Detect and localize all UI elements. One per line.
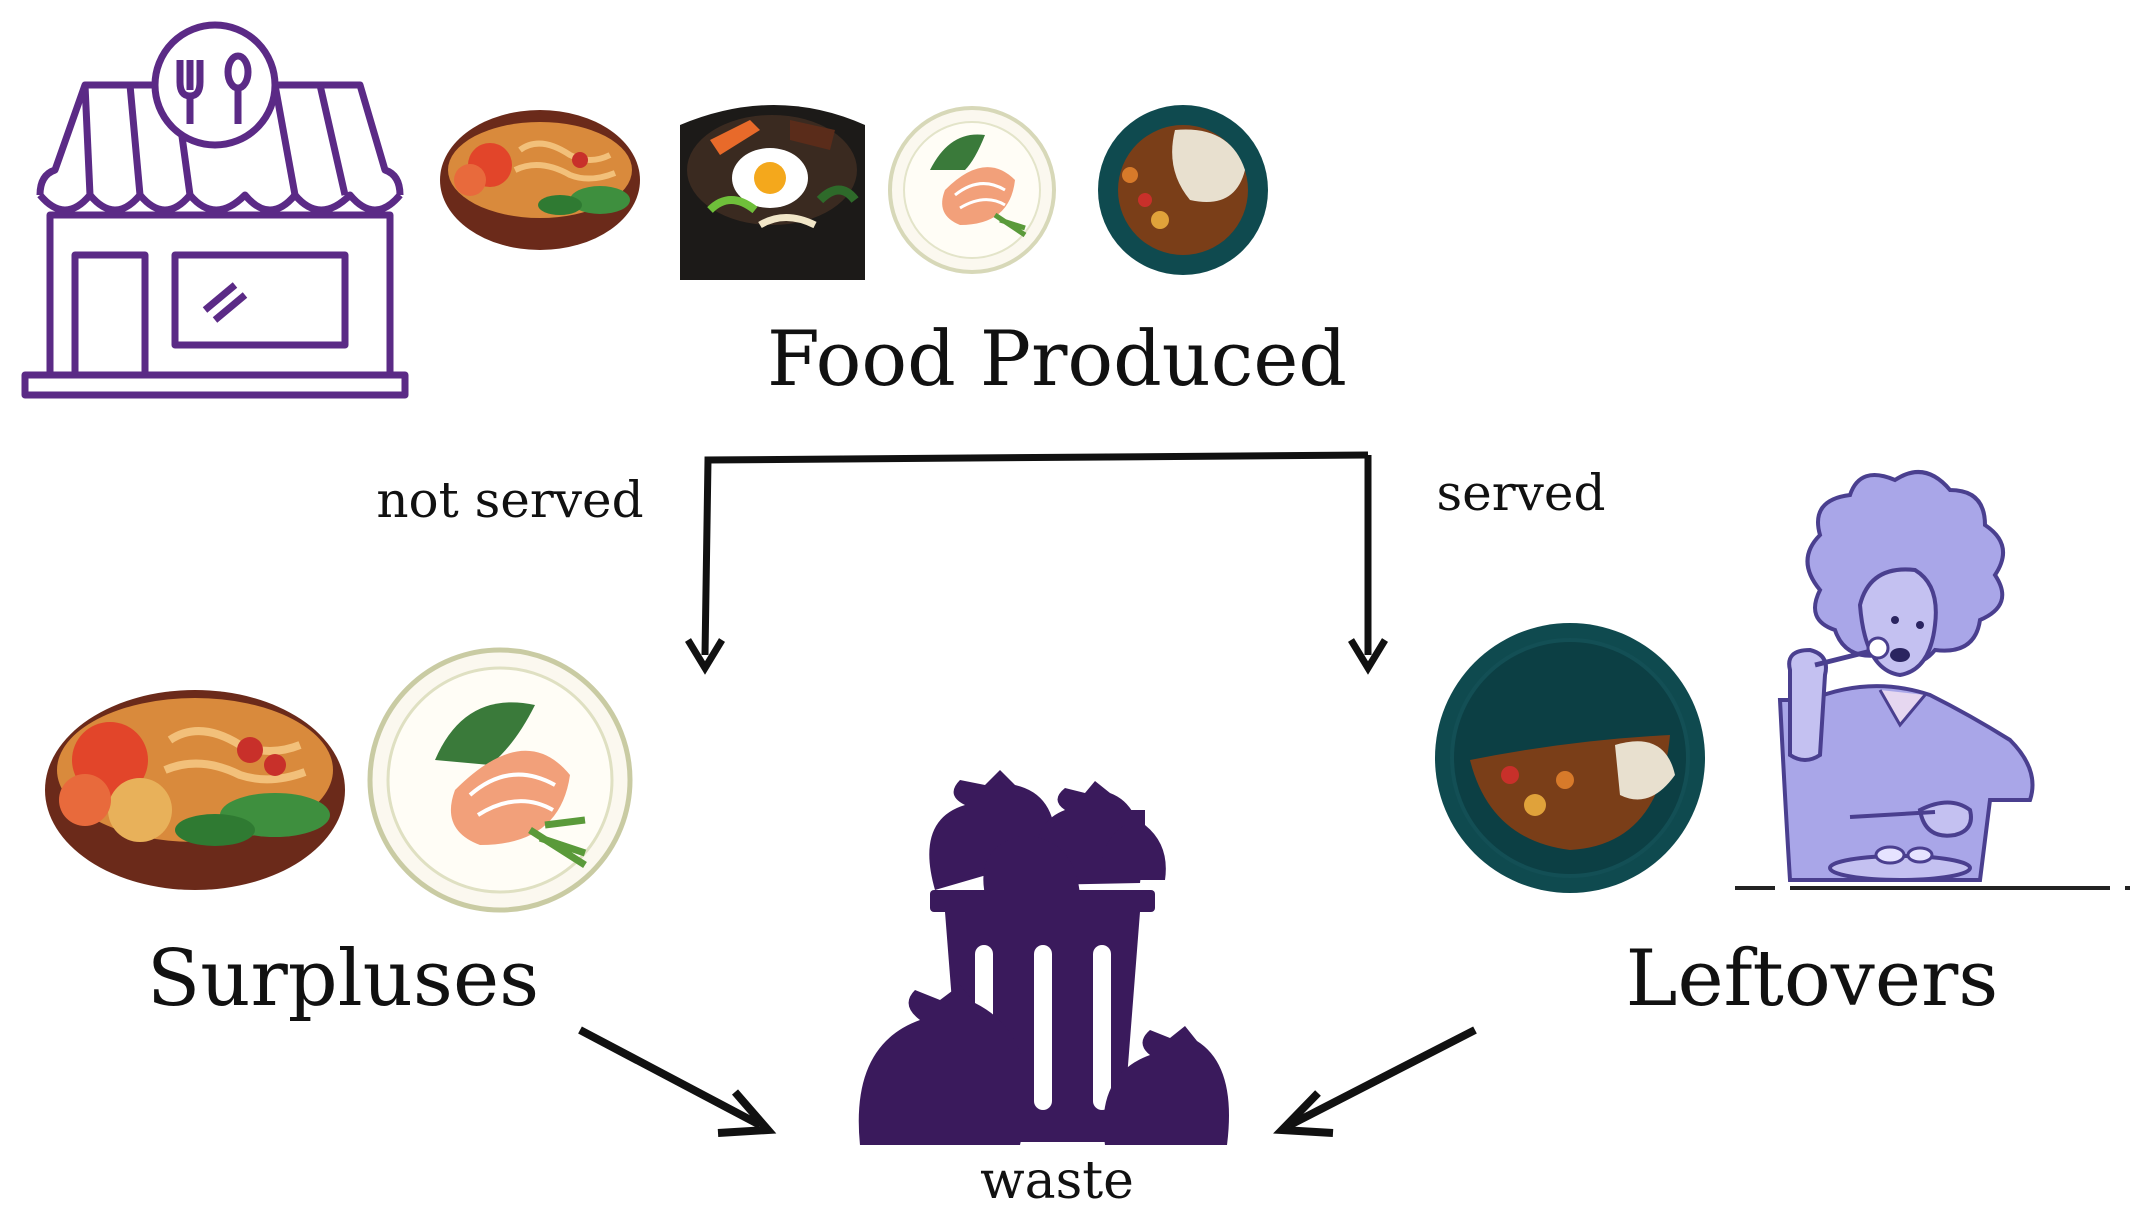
salmon-plate-icon: [888, 106, 1056, 274]
waste-label: waste: [980, 1151, 1134, 1211]
noodle-bowl-icon: [440, 110, 640, 250]
arrow-surpluses-to-waste: [578, 1026, 762, 1129]
half-eaten-curry-bowl-icon: [1435, 623, 1705, 893]
not-served-label: not served: [376, 471, 643, 529]
surpluses-label: Surpluses: [147, 934, 539, 1024]
surplus-noodle-bowl-icon: [45, 690, 345, 890]
waste-arrows: [578, 1026, 1477, 1137]
trash-bin-with-bags-icon: [858, 770, 1229, 1145]
surplus-salmon-plate-icon: [367, 647, 633, 913]
arrow-not-served: [685, 638, 725, 675]
branch-arrows: [685, 451, 1388, 675]
served-label: served: [1437, 464, 1606, 522]
arrow-served: [1348, 638, 1388, 675]
food-produced-label: Food Produced: [767, 314, 1347, 403]
restaurant-storefront-icon: [21, 21, 409, 399]
leftovers-label: Leftovers: [1626, 934, 1999, 1024]
bibimbap-icon: [680, 105, 865, 280]
branch-line: [701, 451, 1369, 656]
arrow-leftovers-to-waste: [1288, 1026, 1477, 1129]
curry-rice-bowl-icon: [1098, 105, 1268, 275]
person-eating-icon: [1735, 470, 2130, 890]
